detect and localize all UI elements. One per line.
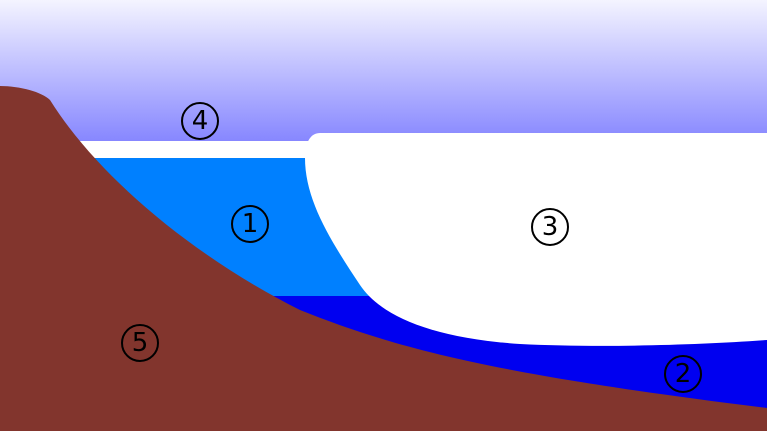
bedrock-region xyxy=(0,86,767,431)
label-deep-water-circle xyxy=(664,355,702,393)
label-bedrock-circle xyxy=(121,324,159,362)
label-ice-shelf-circle xyxy=(531,208,569,246)
label-ice-shelf: 3 xyxy=(531,208,569,246)
label-bedrock-text: 5 xyxy=(132,328,149,358)
label-deep-water-text: 2 xyxy=(675,359,692,389)
label-ice-shelf-text: 3 xyxy=(542,212,559,242)
label-upper-water-circle xyxy=(231,205,269,243)
label-surface-ice: 4 xyxy=(181,102,219,140)
sky-region xyxy=(0,0,767,150)
label-surface-ice-circle xyxy=(181,102,219,140)
label-deep-water: 2 xyxy=(664,355,702,393)
upper-water-region xyxy=(80,158,375,296)
label-upper-water-text: 1 xyxy=(242,209,259,239)
label-surface-ice-text: 4 xyxy=(192,106,209,136)
label-bedrock: 5 xyxy=(121,324,159,362)
label-upper-water: 1 xyxy=(231,205,269,243)
surface-ice-layer xyxy=(60,141,320,158)
